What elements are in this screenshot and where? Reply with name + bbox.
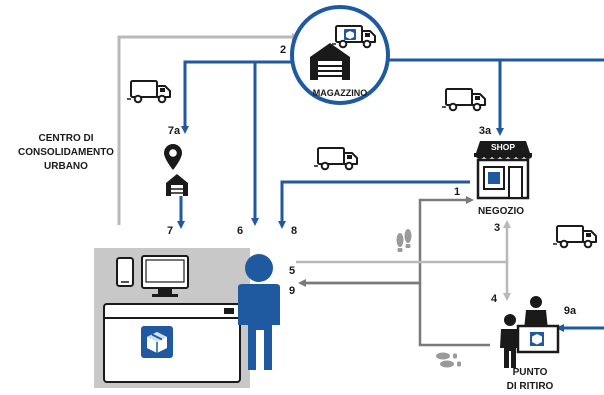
step-4: 4	[491, 293, 498, 305]
shop-sign-text: SHOP	[491, 142, 515, 152]
line-magazzino-to-7a	[181, 60, 298, 134]
punto-label-line-1: PUNTO	[513, 367, 548, 378]
step-9a: 9a	[564, 305, 577, 317]
map-pin-icon	[164, 144, 182, 170]
warehouse-badge: MAGAZZINO	[290, 5, 390, 105]
step-6: 6	[237, 225, 243, 237]
step-5: 5	[289, 265, 295, 277]
step-numbers: 2 7a 3a 1 3 7 6 8 5 9 4 9a	[167, 44, 577, 317]
line-negozio-to-cliente	[278, 180, 470, 229]
step-3: 3	[494, 222, 500, 234]
line-punto-to-cliente	[418, 283, 490, 347]
truck-icon	[126, 80, 171, 104]
pickup-house-icon	[166, 174, 188, 196]
punto-label-line-2: DI RITIRO	[507, 381, 554, 392]
step-3a: 3a	[479, 125, 492, 137]
centro-label-line-1: CENTRO DI	[39, 133, 94, 144]
centro-label: CENTRO DI CONSOLIDAMENTO URBANO	[18, 133, 114, 172]
step-2: 2	[280, 44, 286, 56]
step-7a: 7a	[168, 125, 181, 137]
phone-icon	[116, 257, 134, 287]
centro-label-line-2: CONSOLIDAMENTO	[18, 147, 114, 158]
magazzino-label: MAGAZZINO	[313, 88, 368, 98]
online-panel	[94, 248, 250, 388]
step-8: 8	[291, 225, 297, 237]
negozio-label: NEGOZIO	[478, 206, 524, 217]
step-9: 9	[289, 285, 295, 297]
line-cliente-to-punto	[296, 260, 511, 301]
shop-icon: SHOP	[474, 141, 532, 200]
footprints-icon	[436, 352, 461, 368]
step-7: 7	[167, 225, 173, 237]
warehouse-icon	[310, 43, 350, 80]
monitor-icon	[141, 255, 189, 297]
connector-lines	[117, 33, 604, 347]
centro-label-line-3: URBANO	[44, 161, 88, 172]
line-cliente-to-negozio	[300, 196, 474, 285]
punto-label: PUNTO DI RITIRO	[507, 367, 554, 392]
truck-icon	[331, 25, 376, 49]
person-icon	[238, 254, 280, 370]
package-icon	[141, 326, 173, 358]
pickup-counter-icon	[500, 296, 560, 368]
footprints-icon	[396, 229, 412, 252]
step-1: 1	[454, 186, 460, 198]
truck-icon	[313, 147, 358, 171]
line-centro-to-magazzino	[117, 33, 300, 225]
truck-icon	[552, 225, 597, 249]
truck-icon	[441, 88, 486, 112]
